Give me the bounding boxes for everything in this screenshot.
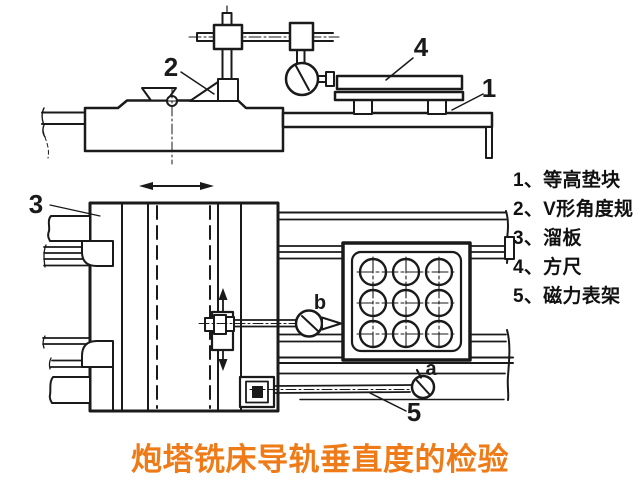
callout-a: a — [425, 358, 437, 380]
square-ruler — [333, 74, 465, 102]
motion-arrow — [139, 182, 214, 190]
legend-item-3: 3、溜板 — [513, 228, 582, 249]
table-center-mark — [161, 87, 183, 165]
figure-title: 炮塔铣床导轨垂直度的检验 — [131, 442, 509, 477]
top-view-diagram — [42, 182, 515, 413]
slide-rails-upper-left — [43, 215, 114, 268]
callout-5: 5 — [407, 397, 421, 427]
v-angle-gauge — [189, 78, 239, 102]
legend-item-5: 5、磁力表架 — [513, 286, 621, 307]
callout-b: b — [314, 292, 326, 314]
machine-table — [83, 99, 285, 153]
dial-indicator-side — [284, 61, 335, 97]
callout-1: 1 — [482, 73, 496, 103]
callout-3: 3 — [29, 189, 43, 219]
magnetic-stand — [238, 375, 417, 409]
side-view-leaders — [180, 57, 484, 111]
legend: 1、等高垫块 2、V形角度规 3、溜板 4、方尺 5、磁力表架 — [513, 171, 640, 316]
top-view-leaders — [49, 204, 407, 412]
dial-indicator-b — [198, 309, 342, 352]
legend-item-2: 2、V形角度规 — [513, 199, 634, 220]
table-left-arm — [41, 107, 86, 159]
indicator-stand — [188, 5, 340, 80]
vertical-motion-arrow — [218, 288, 228, 371]
callout-4: 4 — [414, 32, 429, 62]
side-view-diagram — [41, 5, 494, 165]
legend-item-4: 4、方尺 — [513, 257, 582, 278]
dial-indicator-a — [410, 368, 436, 400]
legend-item-1: 1、等高垫块 — [513, 170, 621, 191]
callout-2: 2 — [164, 52, 178, 82]
bed-rails-upper-right — [277, 210, 515, 264]
base-rail — [281, 111, 494, 159]
slide-rails-lower-left — [42, 335, 114, 412]
grid-hole-plate — [341, 241, 472, 362]
